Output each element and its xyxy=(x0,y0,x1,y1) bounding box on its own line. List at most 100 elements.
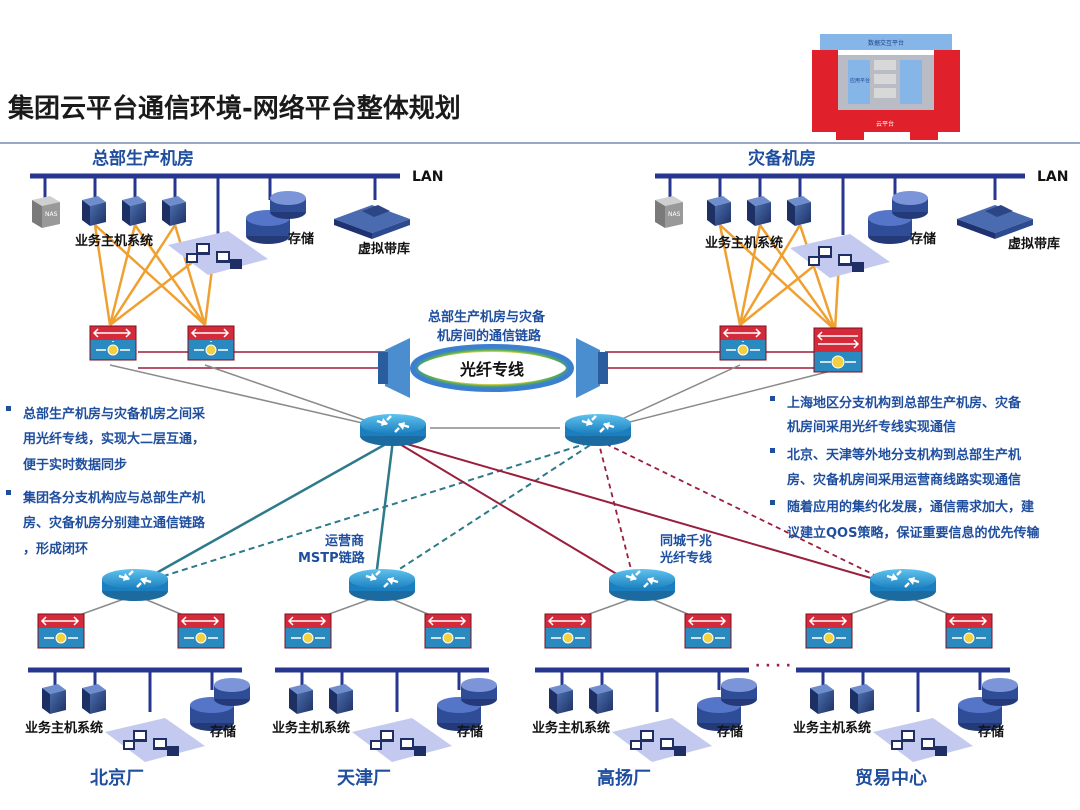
dr-lan-label: LAN xyxy=(1037,169,1068,185)
right-note-2-line1: 北京、天津等外地分支机构到总部生产机 xyxy=(787,447,1021,463)
server-icon xyxy=(707,196,731,226)
branch-storage-label: 存储 xyxy=(978,724,1004,740)
core-router-icon xyxy=(563,412,633,448)
server-icon xyxy=(42,684,66,714)
branch-name: 高扬厂 xyxy=(597,767,651,789)
right-note-1-line1: 上海地区分支机构到总部生产机房、灾备 xyxy=(787,395,1022,411)
left-note-1-line3: 便于实时数据同步 xyxy=(23,457,127,473)
metro-label-line2: 光纤专线 xyxy=(659,550,712,566)
left-note-1-line2: 用光纤专线，实现大二层互通， xyxy=(22,431,205,447)
server-icon xyxy=(122,196,146,226)
workstation-group-icon xyxy=(352,718,452,762)
left-note-2-line3: ，形成闭环 xyxy=(23,541,88,557)
hq-storage-label: 存储 xyxy=(288,231,314,247)
link-lines xyxy=(93,224,896,587)
mstp-label-line1: 运营商 xyxy=(325,533,364,549)
branch-switch-icon xyxy=(544,613,592,649)
dr-site: 灾备机房 LAN 业务主机系统 存储 虚拟带库 xyxy=(655,148,1068,373)
branch-name: 贸易中心 xyxy=(855,767,927,789)
server-icon xyxy=(82,196,106,226)
more-branches-ellipsis: · · · · xyxy=(755,658,791,674)
left-note-1-line1: 总部生产机房与灾备机房之间采 xyxy=(23,406,206,422)
left-note-2-line1: 集团各分支机构应与总部生产机 xyxy=(22,490,205,506)
branch-switch-icon xyxy=(284,613,332,649)
workstation-group-icon xyxy=(873,718,973,762)
nas-icon xyxy=(32,196,60,228)
hq-lan-label: LAN xyxy=(412,169,443,185)
dr-storage-label: 存储 xyxy=(910,231,936,247)
fiber-transceiver-icon xyxy=(385,338,410,398)
core-router-icon xyxy=(358,412,428,448)
branch-site: 业务主机系统存储北京厂 xyxy=(25,567,250,789)
logo-top-label: 数据交互平台 xyxy=(868,39,904,47)
workstation-group-icon xyxy=(105,718,205,762)
branch-hosts-label: 业务主机系统 xyxy=(532,720,610,736)
branch-switch-icon xyxy=(684,613,732,649)
server-icon xyxy=(810,684,834,714)
hq-hosts-label: 业务主机系统 xyxy=(75,233,153,249)
nas-icon xyxy=(655,196,683,228)
core-switch-icon xyxy=(813,327,863,373)
link-desc-line2: 机房间的通信链路 xyxy=(437,328,542,344)
server-icon xyxy=(162,196,186,226)
right-notes: 上海地区分支机构到总部生产机房、灾备 机房间采用光纤专线实现通信 北京、天津等外… xyxy=(770,395,1040,541)
branch-hosts-label: 业务主机系统 xyxy=(25,720,103,736)
branch-sites: 业务主机系统存储北京厂业务主机系统存储天津厂业务主机系统存储高扬厂业务主机系统存… xyxy=(25,567,1018,789)
hq-site: 总部生产机房 LAN 业务主机系统 存储 虚拟带库 xyxy=(30,148,443,361)
storage-icon xyxy=(437,678,497,731)
branch-name: 天津厂 xyxy=(337,767,391,789)
server-icon xyxy=(589,684,613,714)
server-icon xyxy=(787,196,811,226)
server-icon xyxy=(747,196,771,226)
server-icon xyxy=(549,684,573,714)
storage-icon xyxy=(190,678,250,731)
link-desc-line1: 总部生产机房与灾备 xyxy=(428,309,546,325)
branch-router-icon xyxy=(347,567,417,603)
server-icon xyxy=(850,684,874,714)
fiber-transceiver-icon xyxy=(576,338,600,398)
workstation-group-icon xyxy=(612,718,712,762)
fiber-link: 总部生产机房与灾备 机房间的通信链路 光纤专线 xyxy=(378,309,608,398)
right-note-3-line2: 议建立QOS策略，保证重要信息的优先传输 xyxy=(787,525,1040,541)
server-icon xyxy=(289,684,313,714)
page-title: 集团云平台通信环境-网络平台整体规划 xyxy=(7,93,461,124)
branch-storage-label: 存储 xyxy=(457,724,483,740)
core-switch-icon xyxy=(89,325,137,361)
branch-hosts-label: 业务主机系统 xyxy=(272,720,350,736)
logo-side-label: 应用平台 xyxy=(850,77,870,84)
tape-library-icon xyxy=(957,205,1033,239)
dr-tape-label: 虚拟带库 xyxy=(1008,236,1060,252)
right-note-1-line2: 机房间采用光纤专线实现通信 xyxy=(787,419,956,435)
branch-hosts-label: 业务主机系统 xyxy=(793,720,871,736)
mstp-label-line2: MSTP链路 xyxy=(298,550,366,566)
branch-switch-icon xyxy=(177,613,225,649)
fiber-label: 光纤专线 xyxy=(459,360,524,379)
branch-switch-icon xyxy=(424,613,472,649)
branch-name: 北京厂 xyxy=(90,767,144,789)
core-switch-icon xyxy=(719,325,767,361)
storage-icon xyxy=(697,678,757,731)
right-note-3-line1: 随着应用的集约化发展，通信需求加大，建 xyxy=(787,499,1034,515)
server-icon xyxy=(329,684,353,714)
hq-tape-label: 虚拟带库 xyxy=(358,241,410,257)
hq-name: 总部生产机房 xyxy=(92,148,194,169)
metro-label-line1: 同城千兆 xyxy=(660,533,712,549)
cloud-platform-logo: 数据交互平台 应用平台 云平台 xyxy=(812,34,960,140)
right-note-2-line2: 房、灾备机房间采用运营商线路实现通信 xyxy=(787,472,1021,488)
branch-router-icon xyxy=(100,567,170,603)
branch-router-icon xyxy=(868,567,938,603)
core-switch-icon xyxy=(187,325,235,361)
branch-switch-icon xyxy=(805,613,853,649)
left-notes: 总部生产机房与灾备机房之间采 用光纤专线，实现大二层互通， 便于实时数据同步 集… xyxy=(6,406,206,557)
dr-name: 灾备机房 xyxy=(748,148,816,169)
tape-library-icon xyxy=(334,205,410,239)
left-note-2-line2: 房、灾备机房分别建立通信链路 xyxy=(23,515,206,531)
branch-switch-icon xyxy=(37,613,85,649)
logo-bottom-label: 云平台 xyxy=(876,120,894,128)
storage-icon xyxy=(958,678,1018,731)
branch-storage-label: 存储 xyxy=(717,724,743,740)
